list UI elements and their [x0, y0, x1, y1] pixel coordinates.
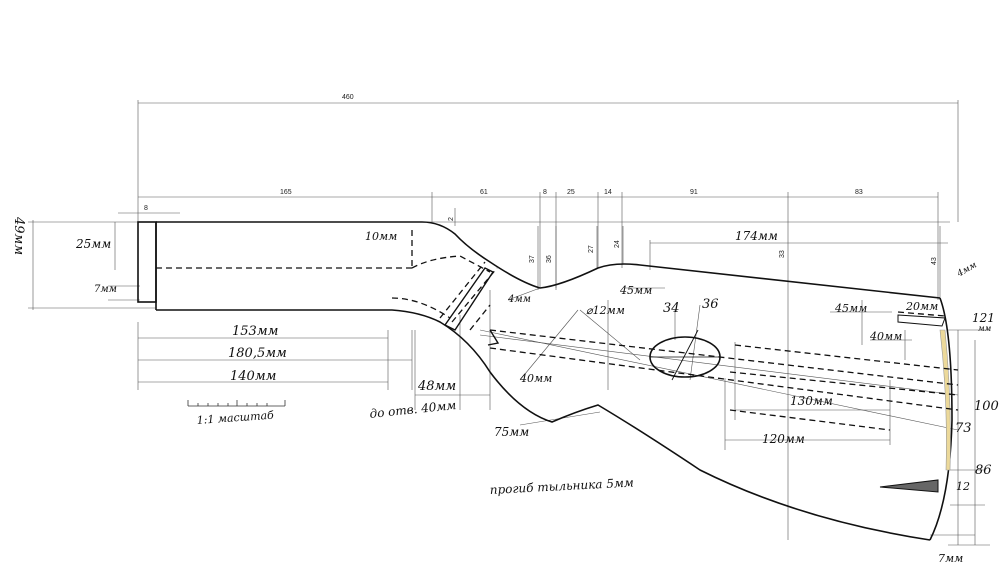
- dim-step: 2: [448, 217, 455, 221]
- label-4b: 4мм: [955, 260, 979, 279]
- label-121-unit: мм: [978, 324, 992, 333]
- label-48: 48мм: [417, 379, 456, 394]
- label-7b: 7мм: [938, 552, 963, 565]
- label-140: 140мм: [230, 369, 276, 384]
- dim-v33: 33: [779, 250, 786, 258]
- label-100: 100: [974, 399, 999, 414]
- label-121: 121: [972, 311, 995, 325]
- label-130: 130мм: [790, 394, 833, 408]
- label-174: 174мм: [735, 229, 778, 243]
- label-40b: 40мм: [869, 330, 902, 343]
- label-34: 34: [663, 301, 680, 316]
- label-120: 120мм: [762, 432, 805, 446]
- dim-v43: 43: [931, 257, 938, 265]
- butt-fittings: [879, 314, 946, 493]
- label-180: 180,5мм: [228, 346, 287, 361]
- dim-91: 91: [690, 189, 698, 196]
- stock-outline: [137, 221, 953, 541]
- scale-note: 1:1 масштаб: [196, 409, 274, 427]
- butt-plate-note: прогиб тыльника 5мм: [489, 475, 634, 497]
- label-86: 86: [975, 463, 992, 478]
- dim-v37: 37: [529, 255, 536, 263]
- label-45a: 45мм: [619, 284, 652, 297]
- label-4: 4мм: [507, 294, 531, 305]
- label-153: 153мм: [232, 324, 278, 339]
- label-12b: 12: [956, 480, 970, 493]
- dim-v27: 27: [588, 245, 595, 253]
- dimension-lines: [28, 100, 990, 546]
- label-10: 10мм: [365, 230, 397, 243]
- dim-25: 25: [567, 189, 575, 196]
- dim-8: 8: [543, 189, 547, 196]
- label-36: 36: [702, 297, 719, 312]
- label-12: ⌀12мм: [586, 304, 625, 317]
- label-40a: 40мм: [519, 372, 552, 385]
- dim-v24: 24: [614, 240, 621, 248]
- dim-83: 83: [855, 189, 863, 196]
- dim-overall: 460: [342, 94, 354, 101]
- label-75: 75мм: [494, 425, 529, 439]
- label-73: 73: [955, 421, 972, 436]
- label-20: 20мм: [905, 300, 938, 313]
- dim-tang-width: 8: [144, 205, 148, 212]
- dim-neck: 61: [480, 189, 488, 196]
- scale-ruler: [187, 400, 286, 407]
- label-hole: до отв. 40мм: [369, 398, 457, 421]
- dim-v36: 36: [546, 255, 553, 263]
- label-25: 25мм: [75, 237, 111, 251]
- hidden-lines: [156, 230, 959, 431]
- dim-butt-section: 165: [280, 189, 292, 196]
- neck-slot: [443, 267, 500, 346]
- label-49: 49мм: [11, 216, 26, 255]
- label-7: 7мм: [94, 284, 117, 295]
- label-45b: 45мм: [834, 302, 867, 315]
- dim-14: 14: [604, 189, 612, 196]
- butt-plate: [939, 329, 951, 471]
